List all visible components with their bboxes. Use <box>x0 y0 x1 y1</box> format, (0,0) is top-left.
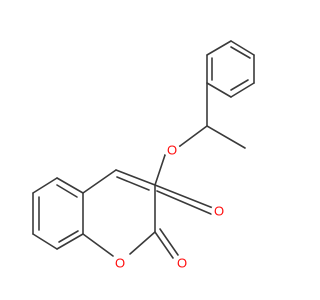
atom-carbonyl-oxygen: O <box>211 203 227 219</box>
coumarin-core <box>32 169 179 259</box>
bond <box>32 233 58 250</box>
bond <box>206 40 232 56</box>
bond <box>154 231 174 259</box>
aromatic-double-bond <box>230 46 251 59</box>
bond <box>230 82 255 98</box>
bond <box>56 233 84 250</box>
bond <box>154 154 166 186</box>
chemical-structure: O O O O <box>32 40 255 271</box>
bond <box>206 125 246 149</box>
bond <box>115 169 156 186</box>
bond <box>56 177 84 194</box>
bond <box>129 231 156 255</box>
phenyl-ring <box>206 40 255 98</box>
atom-ester-oxygen: O <box>164 142 180 158</box>
carbonyl-double-bond <box>156 190 212 215</box>
atom-lactone-oxygen: O <box>174 255 190 271</box>
lactone-double-bond <box>159 228 179 256</box>
bond <box>230 40 255 56</box>
carbonyl-double-bond <box>154 184 214 209</box>
ring-double-bond <box>116 176 150 191</box>
aromatic-double-bond <box>58 230 79 243</box>
carbonyl-oxygen-label: O <box>214 204 224 219</box>
bond <box>32 177 58 194</box>
lactone-oxygen-label: O <box>177 256 187 271</box>
aromatic-double-bond <box>56 184 78 198</box>
ester-oxygen-label: O <box>167 143 177 158</box>
bond <box>206 82 232 98</box>
bond <box>82 169 117 194</box>
aromatic-double-bond <box>230 79 249 91</box>
bond <box>179 125 208 147</box>
atom-ring-oxygen: O <box>112 255 128 271</box>
bond <box>82 233 114 257</box>
ring-oxygen-label: O <box>115 256 125 271</box>
